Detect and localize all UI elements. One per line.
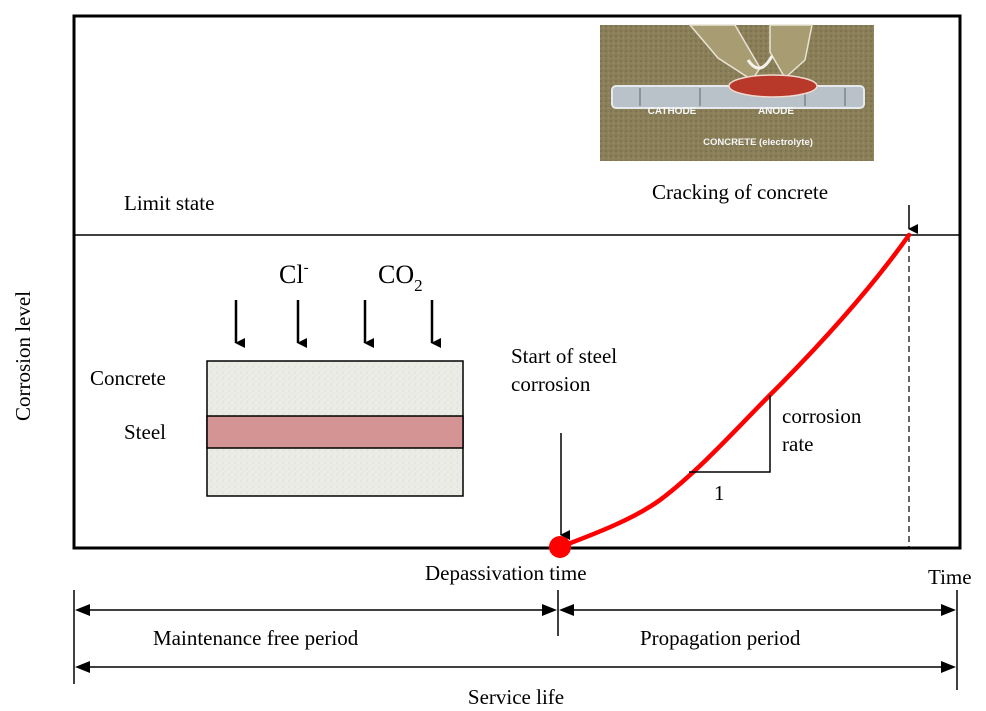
service-life-label: Service life: [468, 685, 564, 709]
x-axis-label: Time: [928, 565, 972, 589]
rate-label-2: rate: [782, 432, 813, 456]
concrete-section-inset: Cl- CO2 Concrete Steel: [90, 260, 464, 497]
service-life-arrow: [75, 661, 956, 673]
co2-label: CO2: [378, 260, 423, 295]
corrosion-curve: [557, 232, 912, 550]
steel-bar: [206, 415, 464, 449]
plot-frame: [72, 14, 962, 550]
photo-electrolyte-label: CONCRETE (electrolyte): [703, 137, 813, 148]
start-corrosion-label-1: Start of steel: [511, 344, 617, 368]
rate-run-label: 1: [714, 481, 725, 505]
rate-label-1: corrosion: [782, 404, 862, 428]
depassivation-label: Depassivation time: [425, 561, 587, 585]
propagation-period-arrow: [559, 604, 956, 616]
steel-label: Steel: [124, 420, 166, 444]
maintenance-period-arrow: [75, 604, 557, 616]
corrosion-photo: CATHODE ANODE CONCRETE (electrolyte): [600, 24, 874, 161]
propagation-period-label: Propagation period: [640, 626, 801, 650]
depassivation-point: [549, 536, 571, 558]
concrete-label: Concrete: [90, 366, 166, 390]
cracking-label: Cracking of concrete: [652, 180, 828, 204]
photo-cathode-label: CATHODE: [648, 106, 697, 117]
photo-anode-label: ANODE: [758, 106, 794, 117]
chloride-label: Cl-: [279, 260, 309, 289]
y-axis-label: Corrosion level: [11, 291, 35, 421]
limit-state-label: Limit state: [124, 191, 214, 215]
start-corrosion-label-2: corrosion: [511, 372, 591, 396]
slope-triangle: [689, 395, 771, 473]
maintenance-period-label: Maintenance free period: [153, 626, 359, 650]
